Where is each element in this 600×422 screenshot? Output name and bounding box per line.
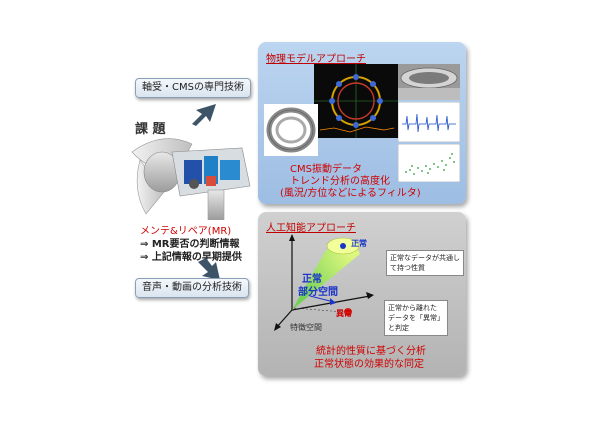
mr-title: メンテ&リペア(MR) [140,226,232,237]
normal-state-identification-text: 正常状態の効果的な同定 [314,359,424,370]
vibration-orbit-screen [314,64,398,138]
callout-normal-line-2: て持つ性質 [390,264,425,272]
callout-abnormal-line-2: データを「異常」 [388,314,444,322]
trend-scatter-chart [398,144,460,182]
ai-approach-title: 人工知能アプローチ [266,223,356,234]
mr-line-1: ⇒ MR要否の判断情報 [140,239,240,250]
statistical-analysis-text: 統計的性質に基づく分析 [316,346,426,357]
cms-vibration-data-text: CMS振動データ [290,164,362,175]
callout-normal-property: 正常なデータが共通し て持つ性質 [386,250,464,276]
feature-space-diagram [274,234,374,331]
arrow-up-right-icon [192,104,216,126]
physical-model-title: 物理モデルアプローチ [266,54,366,65]
callout-abnormal-judgement: 正常から離れた データを「異常」 と判定 [384,300,448,336]
abnormal-point-label: 異常 [336,309,352,318]
vibration-waveform-chart [398,102,460,142]
issues-heading: 課 題 [135,122,166,137]
callout-abnormal-line-1: 正常から離れた [388,304,437,312]
normal-subspace-label-2: 部分空間 [298,287,338,298]
feature-space-axis-label: 特徴空間 [290,323,322,332]
wind-turbine-nacelle-illustration [131,138,251,220]
wind-filter-text: (風況/方位などによるフィルタ) [280,188,421,199]
trend-analysis-text: トレンド分析の高度化 [290,176,390,187]
normal-point-label: 正常 [351,239,367,248]
topic-audio-video: 音声・動画の分析技術 [135,278,249,298]
bearing-ring-image [264,104,318,156]
callout-normal-line-1: 正常なデータが共通し [390,254,460,262]
normal-subspace-label-1: 正常 [302,274,322,285]
arrow-down-right-icon [198,258,220,280]
bearing-closeup-image [398,64,460,100]
mr-line-2: ⇒ 上記情報の早期提供 [140,252,242,263]
topic-bearing-cms: 軸受・CMSの専門技術 [135,78,251,98]
callout-abnormal-line-3: と判定 [388,324,409,332]
